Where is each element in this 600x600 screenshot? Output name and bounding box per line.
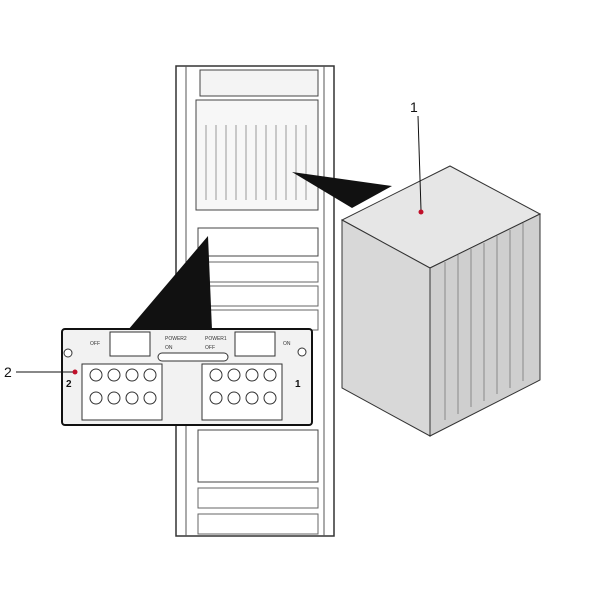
subrack-cube xyxy=(340,165,542,437)
callout-2-label: 2 xyxy=(4,364,12,380)
power2-label: POWER2 xyxy=(165,336,187,342)
on-left-label: ON xyxy=(165,345,173,351)
power1-label: POWER1 xyxy=(205,336,227,342)
slot-1-label: 1 xyxy=(295,379,301,390)
callout-1-dot xyxy=(418,209,424,215)
on-right-label: ON xyxy=(283,341,291,347)
zoom-wedge-cube xyxy=(292,172,392,208)
slot-2-label: 2 xyxy=(66,379,72,390)
zoom-wedge-panel xyxy=(128,236,212,330)
power-panel: POWER2 POWER1 ON ON OFF OFF 2 1 xyxy=(61,328,313,426)
callout-1-label: 1 xyxy=(410,99,418,115)
off-right-label: OFF xyxy=(205,345,215,351)
callout-2-dot xyxy=(72,369,78,375)
cabinet xyxy=(175,65,335,537)
off-left-label: OFF xyxy=(90,341,100,347)
callout-1-line xyxy=(417,115,422,211)
